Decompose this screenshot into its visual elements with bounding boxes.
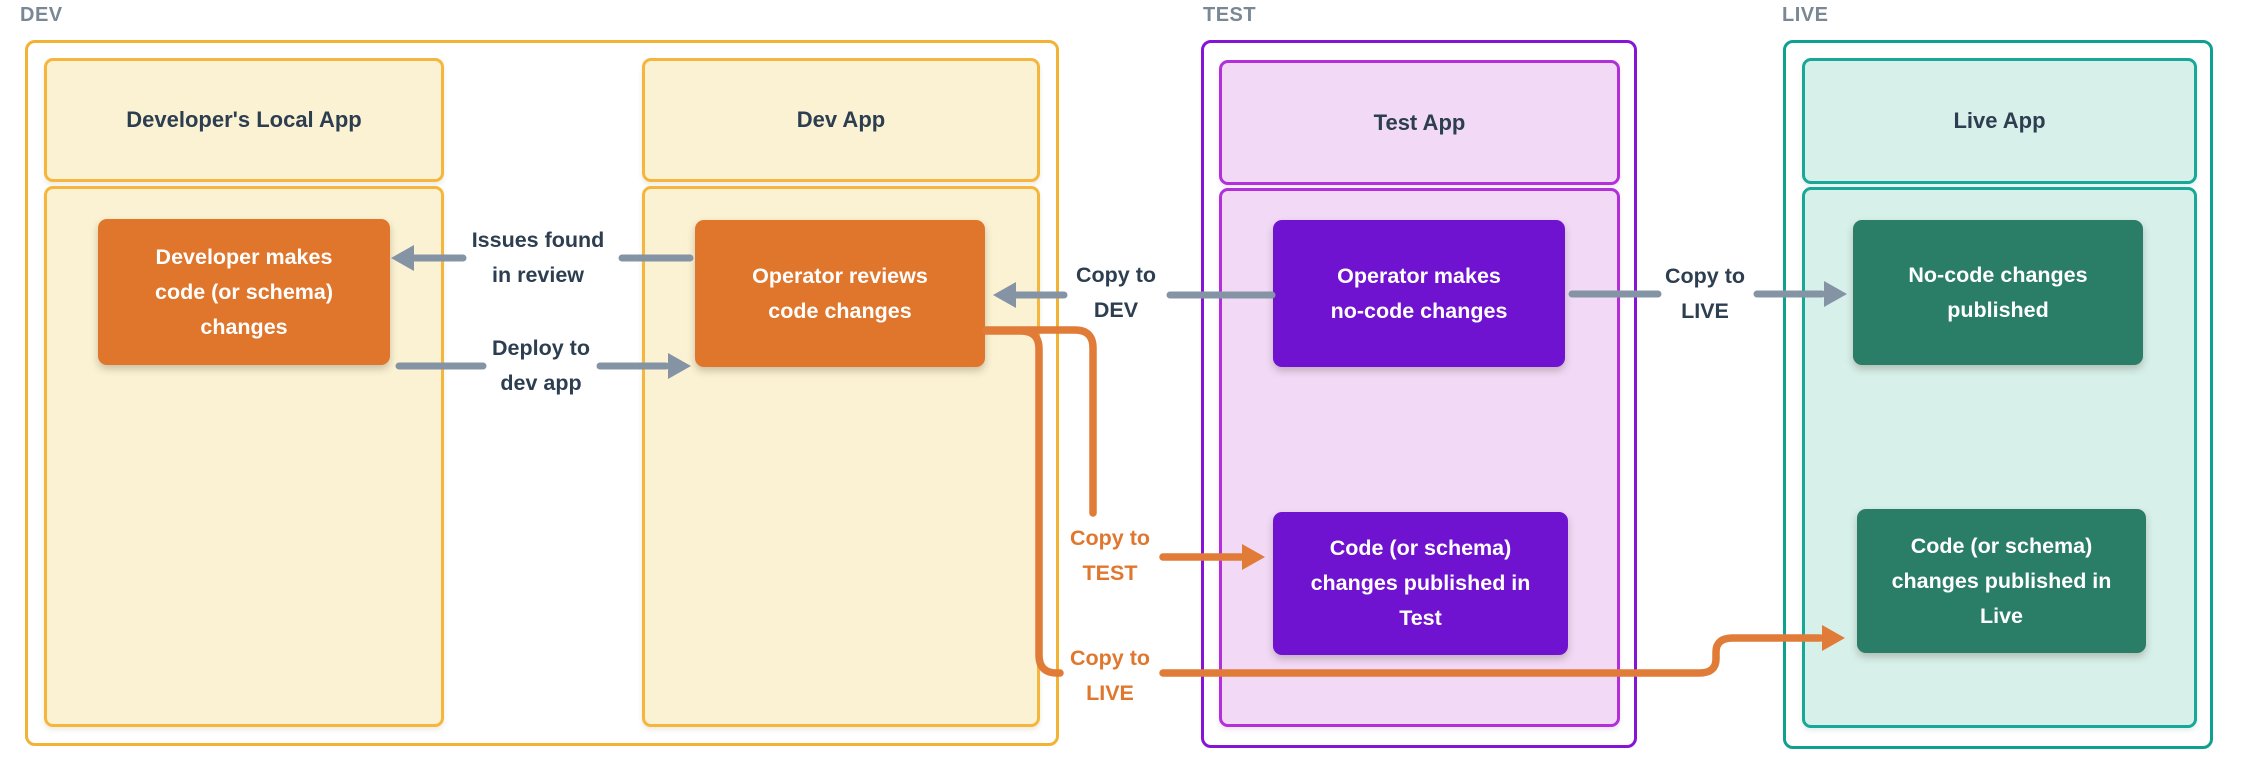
issues-found-label: Issues found in review <box>471 228 605 287</box>
node-nocode-changes-published: No-code changes published <box>1853 220 2143 365</box>
live-app-header: Live App <box>1802 58 2197 184</box>
developers-local-app-header: Developer's Local App <box>44 58 444 182</box>
dev-app-title: Dev App <box>796 107 886 132</box>
node-operator-reviews-changes: Operator reviews code changes <box>695 220 985 367</box>
node-changes-published-live: Code (or schema) changes published in Li… <box>1857 509 2146 653</box>
test-section-label: TEST <box>1203 4 1257 26</box>
test-app-title: Test App <box>1373 109 1466 135</box>
live-app-title: Live App <box>1953 108 2046 133</box>
node-changes-published-test: Code (or schema) changes published in Te… <box>1273 512 1568 655</box>
deploy-to-dev-label: Deploy to dev app <box>492 336 590 395</box>
copy-to-live-bottom-label: Copy to LIVE <box>1069 646 1151 705</box>
live-section-label: LIVE <box>1782 4 1829 26</box>
dev-app-header: Dev App <box>642 58 1040 182</box>
test-app-header: Test App <box>1219 60 1620 185</box>
node-developer-makes-changes: Developer makes code (or schema) changes <box>98 219 390 365</box>
dev-section-label: DEV <box>20 4 63 26</box>
copy-to-live-top-label: Copy to LIVE <box>1664 264 1746 323</box>
copy-to-dev-label: Copy to DEV <box>1075 263 1157 322</box>
copy-to-test-label: Copy to TEST <box>1069 526 1151 585</box>
node-operator-makes-nocode-changes: Operator makes no-code changes <box>1273 220 1565 367</box>
developers-local-app-title: Developer's Local App <box>126 107 362 132</box>
